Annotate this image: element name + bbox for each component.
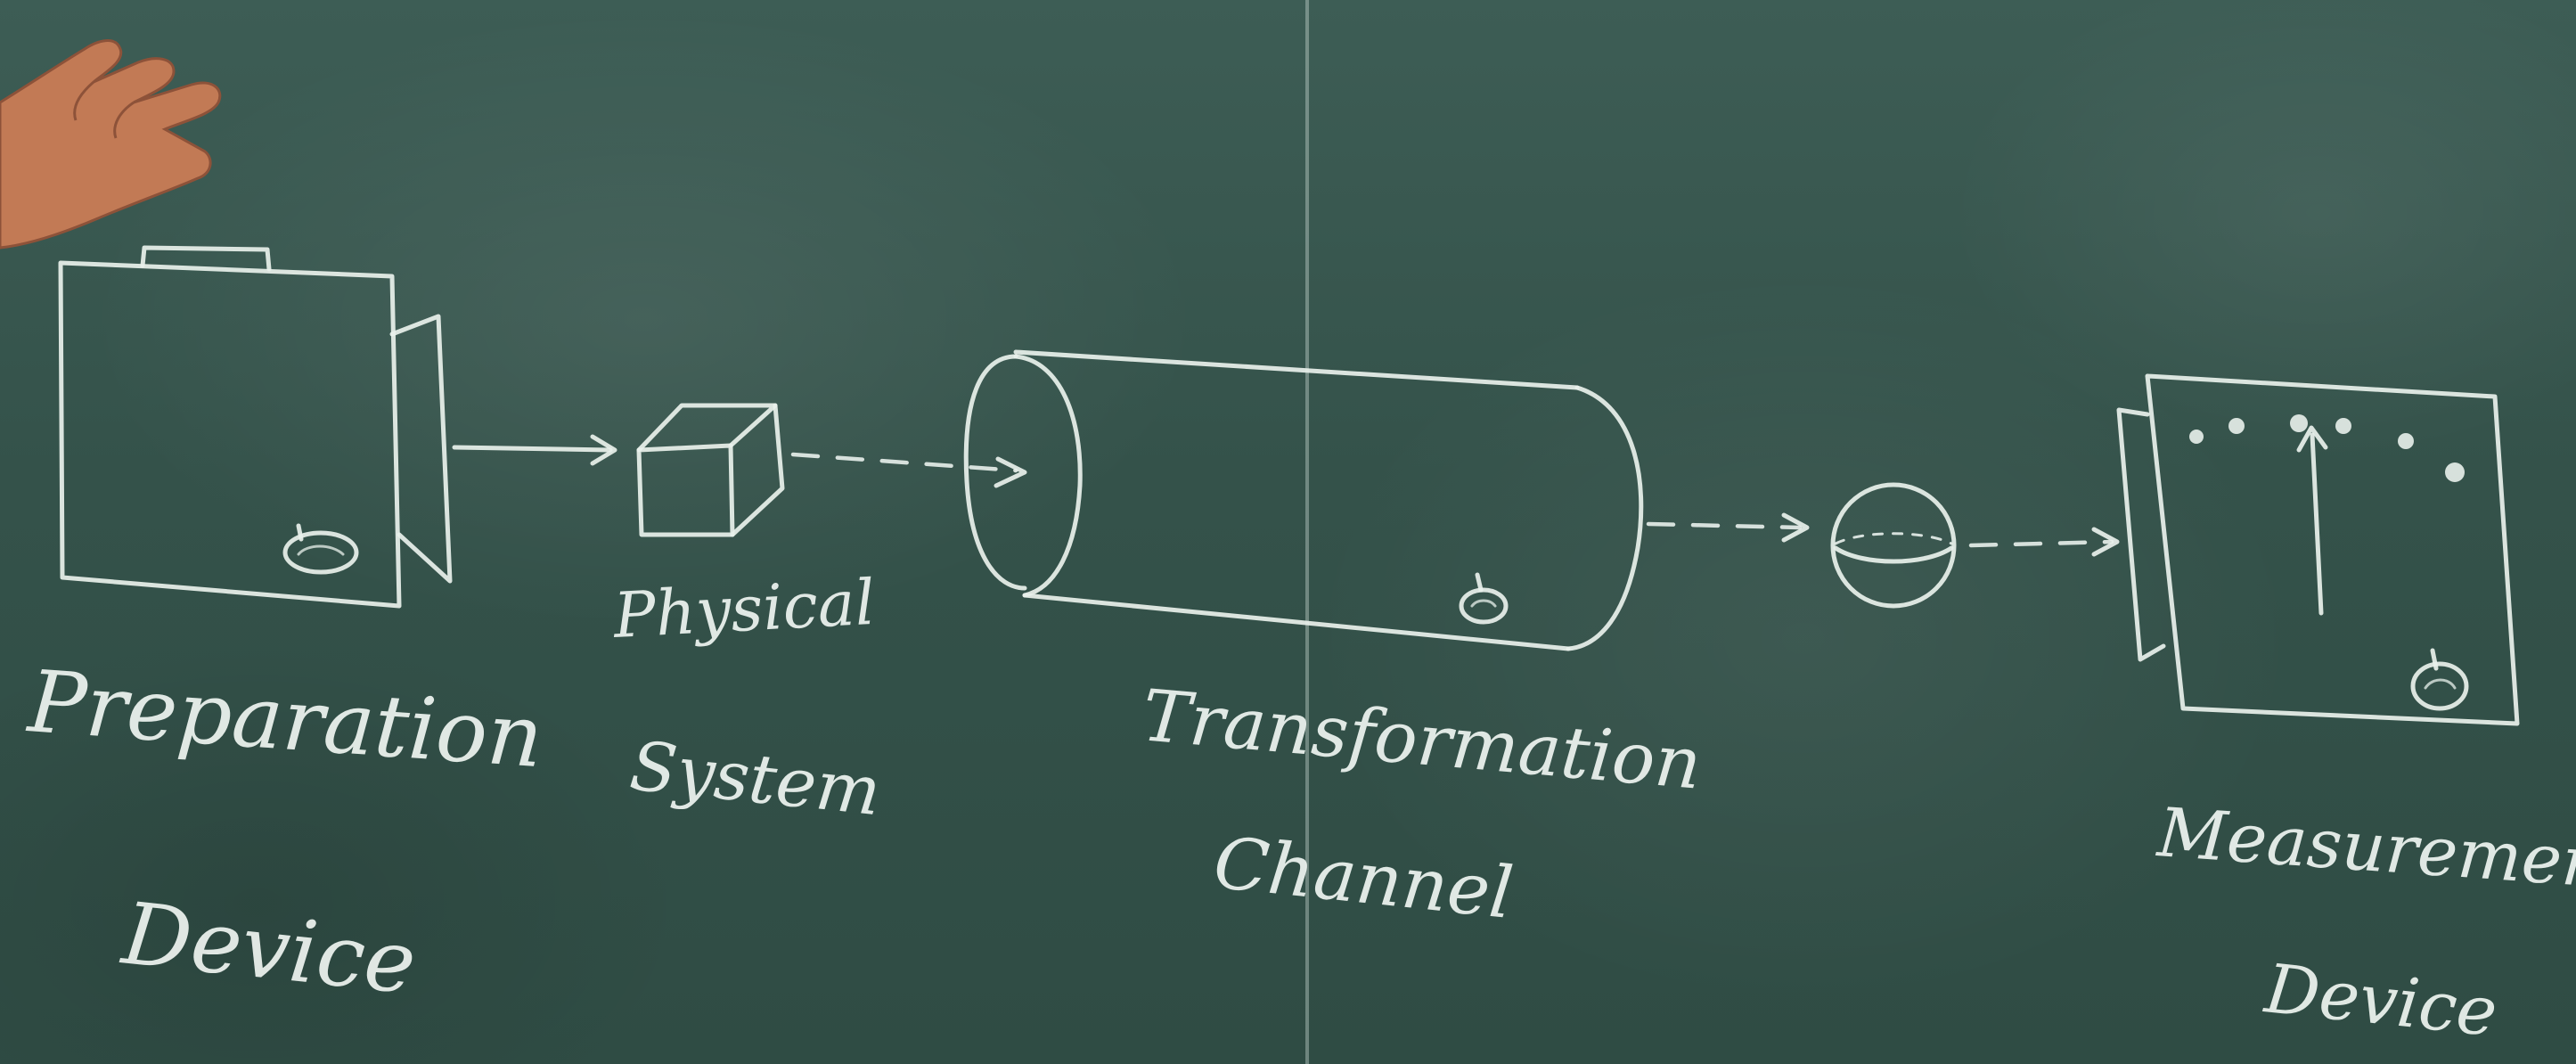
preparation-device-label: Preparation Device [23,651,545,1013]
transformation-channel-icon [963,349,1644,651]
physical-system-label: Physical System [610,566,885,831]
physical-label-line1: Physical [610,566,877,652]
transformed-system-sphere-icon [1830,482,1957,609]
transformation-label-line1: Transformation [1139,674,1705,805]
physical-label-line2: System [626,725,884,831]
preparation-label-line2: Device [117,883,421,1013]
measurement-label-line2: Device [2260,948,2501,1052]
arrow-system-to-channel [790,452,1027,488]
hand-icon [0,39,222,250]
measurement-device-icon [2116,373,2520,726]
arrow-sphere-to-measurement [1968,527,2120,557]
preparation-device-icon [58,245,453,609]
physical-system-cube-icon [636,403,785,537]
measurement-device-label: Measurement Device [2154,792,2576,1052]
arrow-prep-to-system [452,434,617,466]
transformation-channel-label: Transformation Channel [1139,674,1705,935]
preparation-label-line1: Preparation [23,651,545,787]
transformation-label-line2: Channel [1210,821,1517,935]
measurement-label-line1: Measurement [2154,792,2576,904]
arrow-channel-to-sphere [1646,512,1810,543]
